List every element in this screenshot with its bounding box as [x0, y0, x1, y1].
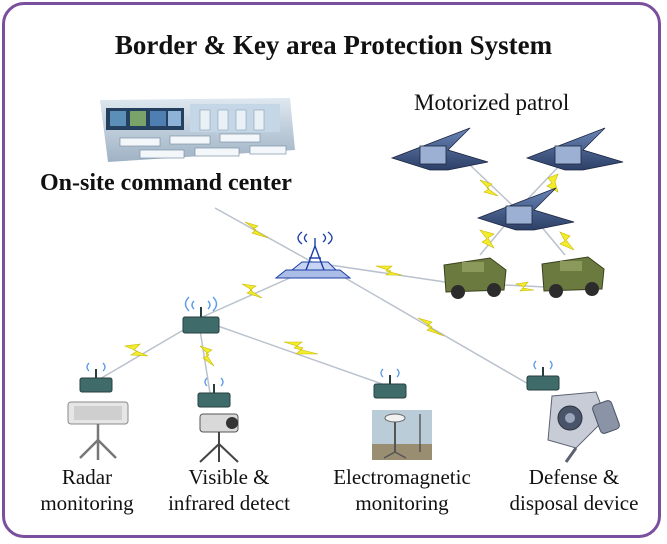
military-truck-icon: [443, 257, 507, 299]
link-relay-visible: [199, 329, 211, 394]
defense-disposal-label: Defense & disposal device: [509, 465, 639, 515]
plane-icon: [390, 127, 489, 171]
bolt-command-hub: [244, 221, 269, 239]
bolt-plane-plane-2: [546, 173, 559, 193]
infrared-camera-icon: [199, 413, 239, 463]
military-truck-icon: [541, 256, 605, 298]
link-hub-defense: [339, 274, 531, 386]
radar-device-icon: [67, 401, 129, 460]
defense-relay-icon: [526, 360, 560, 391]
vehicle-icons: [443, 256, 605, 299]
command-center-label: On-site command center: [40, 170, 292, 196]
plane-icon: [476, 187, 575, 231]
page-title: Border & Key area Protection System: [114, 30, 553, 60]
electromagnetic-monitoring-label: Electromagnetic monitoring: [333, 465, 471, 515]
link-relay-em: [214, 324, 386, 386]
visible-infrared-label: Visible & infrared detect: [168, 465, 290, 515]
command-center-image: [100, 98, 295, 162]
bolt-truck-truck: [514, 281, 535, 292]
bolt-hub-defense: [417, 317, 445, 337]
bolt-plane-plane: [479, 179, 499, 197]
radar-monitoring-label: Radar monitoring: [40, 465, 134, 515]
motorized-patrol-label: Motorized patrol: [414, 90, 570, 115]
terminal-relays: [79, 360, 560, 408]
bolt-relay-visible: [199, 345, 215, 367]
bolts: [123, 173, 575, 367]
em-relay-icon: [373, 368, 407, 399]
plane-icon: [525, 127, 624, 171]
link-plane-truck-2: [539, 224, 566, 256]
link-relay-radar: [97, 324, 193, 381]
relay-node-icon: [182, 296, 220, 334]
visible-relay-icon: [197, 377, 231, 408]
aircraft-icons: [390, 127, 624, 231]
bolt-relay-em: [283, 341, 319, 355]
link-plane-truck: [479, 224, 506, 256]
central-hub-tower-icon: [274, 231, 352, 279]
diagram-border: [2, 2, 661, 538]
bolt-hub-relay: [241, 283, 263, 299]
electromagnetic-station-image: [372, 410, 432, 460]
defense-device-icon: [547, 391, 620, 463]
bolt-plane-truck-2: [559, 231, 575, 251]
bolt-hub-patrol: [375, 265, 403, 276]
radar-relay-icon: [79, 362, 113, 393]
bolt-plane-truck: [479, 229, 495, 249]
bolt-relay-radar: [123, 343, 149, 357]
